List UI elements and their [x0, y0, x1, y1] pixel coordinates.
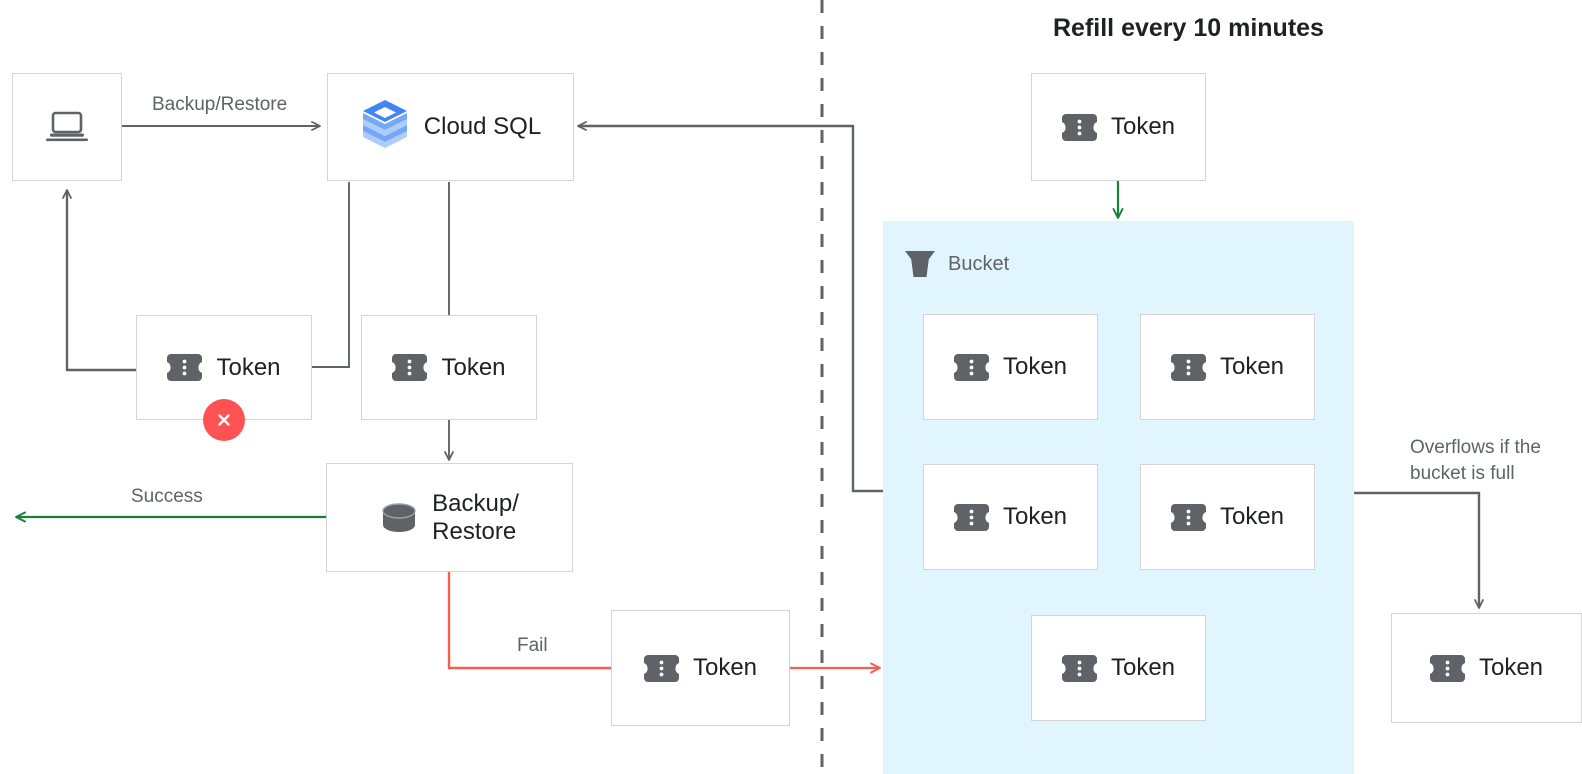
edge-label-success: Success: [131, 486, 203, 507]
client-node[interactable]: [12, 73, 122, 181]
token-mid-label: Token: [441, 353, 506, 381]
token-overflow-label: Token: [1478, 654, 1544, 682]
token-icon: [953, 503, 989, 531]
status-badge-error: [203, 399, 245, 441]
bucket-token-label: Token: [1219, 353, 1285, 381]
token-fail-node[interactable]: Token: [611, 610, 790, 726]
bucket-token-3[interactable]: Token: [1140, 464, 1315, 570]
cloud-sql-label: Cloud SQL: [423, 113, 542, 141]
token-icon: [1170, 503, 1206, 531]
token-icon: [1429, 654, 1465, 682]
close-x-icon: [214, 410, 234, 430]
token-icon: [1170, 353, 1206, 381]
edge-bucket-overflow: [1354, 491, 1484, 609]
edge-cloudsql-to-tokenleft: [312, 182, 350, 368]
bucket-token-label: Token: [1219, 503, 1285, 531]
token-icon: [1061, 113, 1097, 141]
database-cylinder-icon: [380, 502, 418, 534]
token-left-label: Token: [216, 353, 281, 381]
token-icon: [643, 654, 679, 682]
laptop-icon: [45, 109, 89, 145]
bucket-icon: [903, 248, 937, 280]
edge-tokenleft-to-client: [62, 189, 136, 372]
backup-restore-node[interactable]: Backup/ Restore: [326, 463, 573, 572]
edge-label-backup-restore: Backup/Restore: [152, 94, 288, 115]
token-icon: [167, 354, 203, 381]
bucket-token-0[interactable]: Token: [923, 314, 1098, 420]
edge-bucket-to-cloudsql: [577, 121, 883, 493]
edge-label-overflow: Overflows if the bucket is full: [1410, 437, 1541, 484]
token-overflow-node[interactable]: Token: [1391, 613, 1582, 723]
bucket-token-1[interactable]: Token: [1140, 314, 1315, 420]
bucket-token-4[interactable]: Token: [1031, 615, 1206, 721]
token-refill-node[interactable]: Token: [1031, 73, 1206, 181]
token-icon: [1061, 654, 1097, 682]
bucket-token-2[interactable]: Token: [923, 464, 1098, 570]
edge-label-fail: Fail: [517, 635, 548, 656]
token-icon: [392, 354, 428, 381]
token-refill-label: Token: [1110, 113, 1176, 141]
diagram-title: Refill every 10 minutes: [1053, 14, 1324, 42]
bucket-token-label: Token: [1110, 654, 1176, 682]
token-icon: [953, 353, 989, 381]
token-mid-node[interactable]: Token: [361, 315, 537, 420]
bucket-header: Bucket: [903, 248, 1009, 280]
bucket-header-label: Bucket: [948, 252, 1010, 275]
bucket-token-label: Token: [1002, 353, 1068, 381]
cloud-sql-node[interactable]: Cloud SQL: [327, 73, 574, 181]
token-fail-label: Token: [692, 654, 758, 682]
backup-restore-label: Backup/ Restore: [432, 489, 519, 545]
bucket-token-label: Token: [1002, 503, 1068, 531]
cloud-sql-icon: [360, 98, 410, 156]
